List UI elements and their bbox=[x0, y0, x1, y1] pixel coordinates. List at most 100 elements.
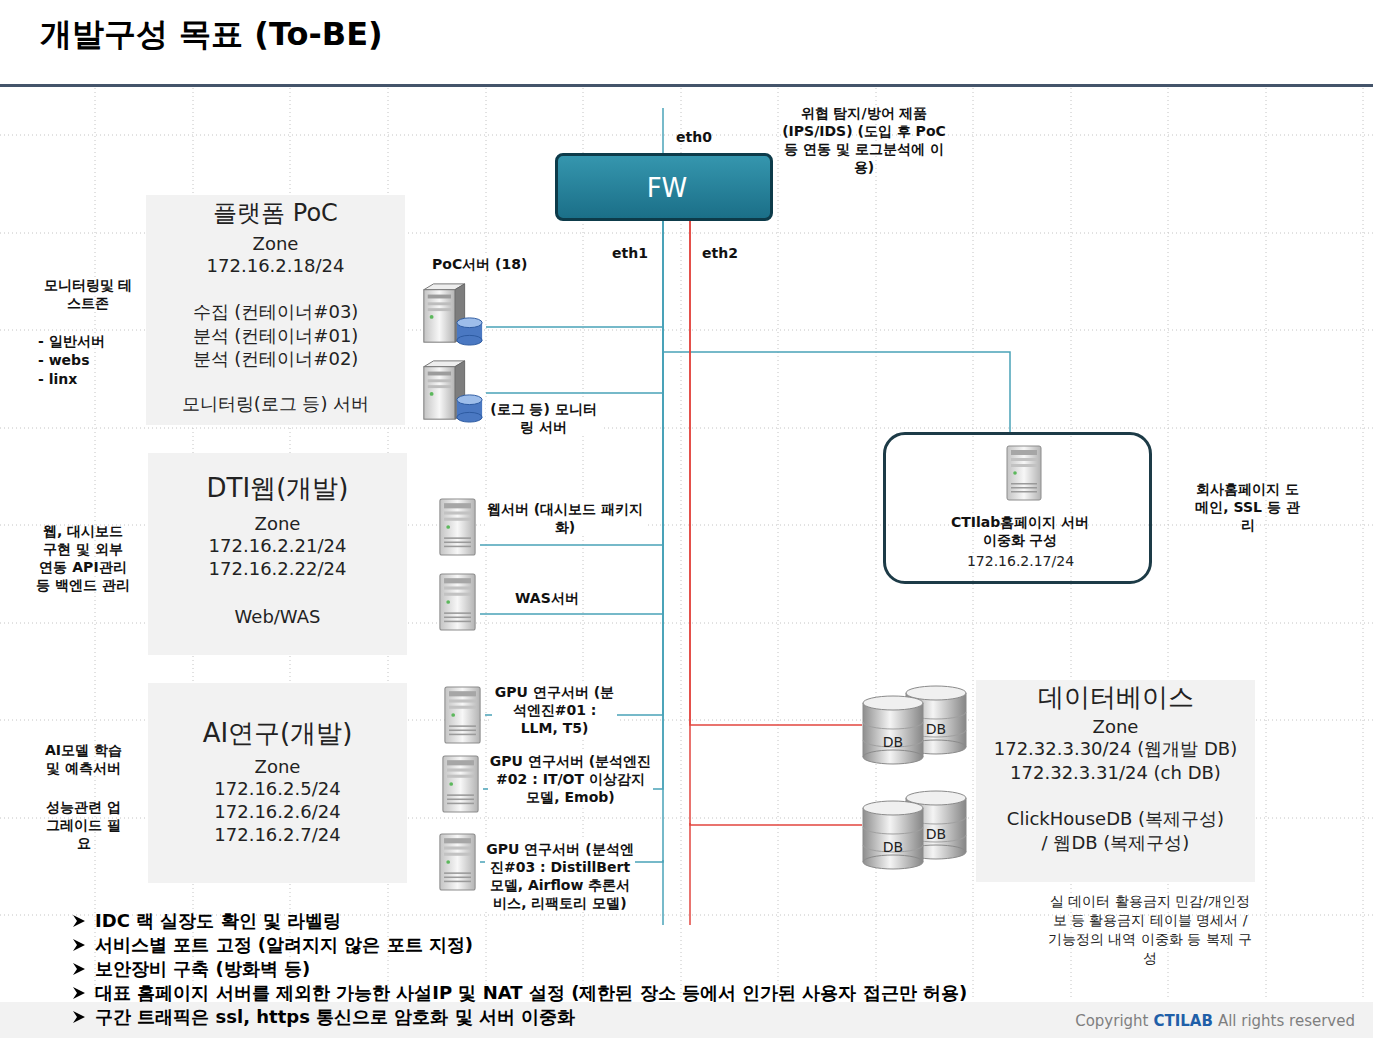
node-text: / 웹DB (복제구성) bbox=[976, 832, 1255, 854]
node-text: GPU 연구서버 (분석엔진#03 : DistillBert모델, Airfl… bbox=[485, 840, 635, 912]
node-text: ClickHouseDB (복제구성) bbox=[976, 808, 1255, 830]
node-text: DB bbox=[862, 838, 924, 857]
server-node: WAS서버 bbox=[435, 573, 480, 631]
copyright-text: Copyright bbox=[1075, 1012, 1148, 1030]
bullet-text: 서비스별 포트 고정 (알려지지 않은 포트 지정) bbox=[95, 934, 473, 956]
network-link bbox=[690, 221, 862, 725]
server-icon bbox=[424, 361, 482, 422]
homepage-box: CTIlab홈페이지 서버 이중화 구성 172.16.2.17/24 bbox=[883, 432, 1152, 584]
node-text: 172.16.2.17/24 bbox=[886, 552, 1155, 571]
page-title: 개발구성 목표 (To-BE) bbox=[40, 14, 383, 54]
zone-panel: DTI웹(개발) Zone172.16.2.21/24172.16.2.22/24… bbox=[148, 453, 407, 655]
node-text: DB bbox=[905, 720, 967, 739]
node-text: DB bbox=[862, 733, 924, 752]
zone-note: AI모델 학습 및 예측서버 bbox=[36, 741, 131, 777]
network-link bbox=[480, 221, 663, 862]
node-text: 172.16.2.18/24 bbox=[146, 255, 405, 277]
node-text: 172.16.2.7/24 bbox=[148, 824, 407, 846]
node-text: Zone bbox=[148, 513, 407, 535]
node-text: 플랫폼 PoC bbox=[146, 199, 405, 227]
bullet-text: 대표 홈페이지 서버를 제외한 가능한 사설IP 및 NAT 설정 (제한된 장… bbox=[95, 982, 967, 1004]
node-text: DB bbox=[905, 825, 967, 844]
node-text: GPU 연구서버 (분석엔진#02 : IT/OT 이상감지 모델, Emob) bbox=[488, 752, 653, 806]
node-text: DTI웹(개발) bbox=[148, 473, 407, 503]
bullet-text: 구간 트래픽은 ssl, https 통신으로 암호화 및 서버 이중화 bbox=[95, 1006, 575, 1028]
node-text: 웹서버 (대시보드 패키지화) bbox=[485, 500, 645, 536]
server-node: PoC서버 (18) bbox=[418, 280, 486, 348]
node-text: 172.16.2.22/24 bbox=[148, 558, 407, 580]
database-cylinder bbox=[863, 801, 923, 869]
list-item: - 일반서버 bbox=[38, 332, 105, 350]
zone-panel: 플랫폼 PoCZone172.16.2.18/24수집 (컨테이너#03)분석 … bbox=[146, 195, 405, 425]
server-node: 웹서버 (대시보드 패키지화) bbox=[435, 498, 480, 556]
server-node: GPU 연구서버 (분석엔진#01 : LLM, T5) bbox=[440, 686, 485, 744]
server-icon bbox=[1007, 446, 1041, 500]
server-icon bbox=[424, 284, 482, 345]
footer-band bbox=[0, 1002, 1373, 1038]
network-link bbox=[480, 221, 663, 614]
bullet-arrow bbox=[73, 915, 85, 1023]
node-text: 모니터링(로그 등) 서버 bbox=[146, 393, 405, 415]
eth0-line bbox=[662, 108, 664, 153]
zone-note: 웹, 대시보드 구현 및 외부 연동 API관리 등 백엔드 관리 bbox=[34, 522, 132, 594]
node-text: 172.16.2.6/24 bbox=[148, 801, 407, 823]
node-text: GPU 연구서버 (분석엔진#01 : LLM, T5) bbox=[492, 683, 617, 737]
node-text: 분석 (컨테이너#02) bbox=[146, 348, 405, 370]
node-text: 172.16.2.21/24 bbox=[148, 535, 407, 557]
network-link bbox=[485, 221, 663, 715]
bullet-text: 보안장비 구축 (방화벽 등) bbox=[95, 958, 310, 980]
network-link bbox=[690, 221, 862, 825]
node-text: Zone bbox=[148, 756, 407, 778]
node-text: 172.16.2.5/24 bbox=[148, 778, 407, 800]
eth2-trunk-end bbox=[689, 823, 691, 925]
firewall-box: FW bbox=[555, 153, 773, 221]
port-label: eth2 bbox=[702, 244, 738, 262]
copyright-text: All rights reserved bbox=[1218, 1012, 1355, 1030]
server-node: GPU 연구서버 (분석엔진#02 : IT/OT 이상감지 모델, Emob) bbox=[438, 755, 483, 813]
network-link bbox=[483, 221, 663, 789]
node-text: 분석 (컨테이너#01) bbox=[146, 325, 405, 347]
list-item: - linx bbox=[38, 370, 77, 388]
database-node: DBDB bbox=[862, 790, 967, 870]
server-icon bbox=[440, 834, 475, 890]
server-node: (로그 등) 모니터링 서버 bbox=[418, 355, 486, 427]
zone-panel: AI연구(개발) Zone172.16.2.5/24172.16.2.6/2417… bbox=[148, 683, 407, 883]
network-link bbox=[486, 221, 663, 327]
database-cylinder bbox=[863, 696, 923, 764]
node-text: WAS서버 bbox=[515, 589, 579, 607]
grid-lines bbox=[0, 88, 1373, 1000]
node-text: FW bbox=[558, 173, 776, 203]
list-item: - webs bbox=[38, 351, 89, 369]
node-text: Zone bbox=[146, 233, 405, 255]
bullet-text: IDC 랙 실장도 확인 및 라벨링 bbox=[95, 910, 341, 932]
header-rule bbox=[0, 84, 1373, 87]
network-link bbox=[663, 221, 1010, 432]
network-link bbox=[486, 221, 663, 393]
node-text: (로그 등) 모니터링 서버 bbox=[486, 400, 601, 436]
node-text: 데이터베이스 bbox=[976, 682, 1255, 712]
node-text: 수집 (컨테이너#03) bbox=[146, 301, 405, 323]
server-node: GPU 연구서버 (분석엔진#03 : DistillBert모델, Airfl… bbox=[435, 833, 480, 891]
zone-note: 모니터링및 테스트존 bbox=[40, 276, 136, 312]
server-icon bbox=[440, 499, 475, 555]
port-label: eth1 bbox=[612, 244, 648, 262]
note-text: 위협 탐지/방어 제품(IPS/IDS) (도입 후 PoC 등 연동 및 로그… bbox=[778, 104, 950, 176]
server-icon bbox=[445, 687, 480, 743]
zone-note: 실 데이터 활용금지 민감/개인정보 등 활용금지 테이블 명세서 / 기능정의… bbox=[1045, 892, 1255, 968]
zone-note: 성능관련 업그레이드 필요 bbox=[41, 798, 126, 852]
node-text: Zone bbox=[976, 716, 1255, 738]
node-text: 172.32.3.30/24 (웹개발 DB) bbox=[976, 738, 1255, 760]
port-label: eth0 bbox=[676, 128, 712, 146]
server-icon bbox=[443, 756, 478, 812]
node-text: CTIlab홈페이지 서버 이중화 구성 bbox=[950, 513, 1090, 549]
zone-note: 회사홈페이지 도메인, SSL 등 관리 bbox=[1190, 480, 1305, 534]
eth1-trunk-end bbox=[662, 860, 664, 925]
database-node: DBDB bbox=[862, 685, 967, 765]
node-text: Web/WAS bbox=[148, 606, 407, 628]
node-text: 172.32.3.31/24 (ch DB) bbox=[976, 762, 1255, 784]
node-text: AI연구(개발) bbox=[148, 718, 407, 748]
node-text: PoC서버 (18) bbox=[432, 255, 527, 273]
zone-panel: 데이터베이스 Zone172.32.3.30/24 (웹개발 DB)172.32.… bbox=[976, 680, 1255, 882]
